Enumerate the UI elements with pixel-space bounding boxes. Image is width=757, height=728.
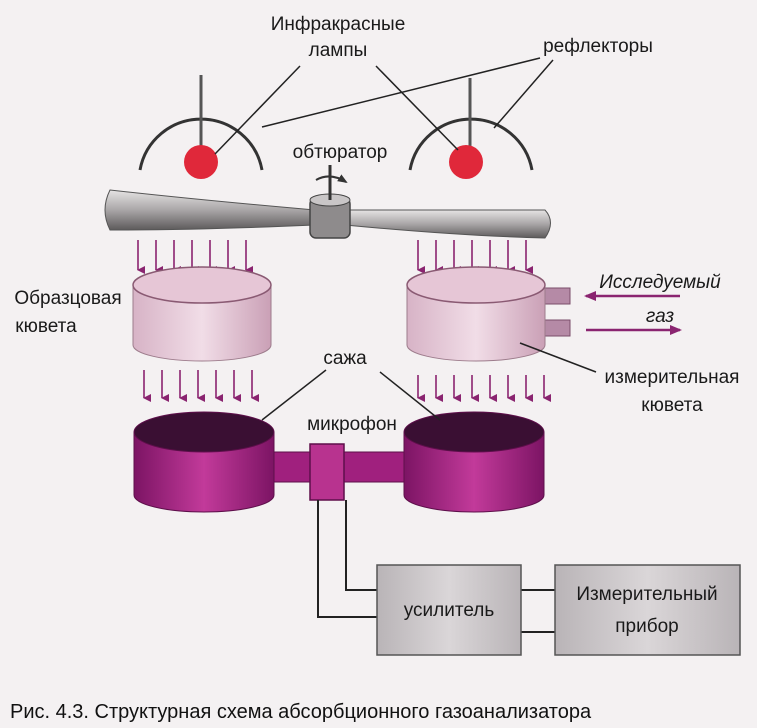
- leader-reflectors-1: [261, 57, 541, 128]
- left-chamber-body: [133, 431, 275, 513]
- leader-soot-left: [261, 369, 327, 421]
- label-obturator: обтюратор: [293, 142, 388, 163]
- leader-reflectors-2: [493, 59, 554, 129]
- label-measuring-cell-2: кювета: [641, 395, 703, 416]
- label-test-gas-1: Исследуемый: [599, 272, 721, 293]
- ir-arrows-left-bottom: [143, 370, 259, 402]
- ir-arrows-right-bottom: [417, 375, 551, 402]
- right-chamber-body: [403, 431, 545, 513]
- microphone-chambers: [133, 411, 545, 513]
- leader-lines: [214, 57, 597, 421]
- right-lamp-bulb: [449, 145, 483, 179]
- meter-box: [554, 564, 741, 656]
- right-lamp-assembly: [408, 78, 534, 179]
- label-infrared-lamps-2: лампы: [309, 40, 368, 61]
- measuring-cell: [406, 266, 571, 362]
- leader-lamps-right: [375, 65, 459, 151]
- left-lamp-assembly: [138, 75, 264, 179]
- label-soot: сажа: [323, 348, 367, 369]
- label-reference-cell-2: кювета: [15, 316, 77, 337]
- leader-measuring-cell: [519, 342, 597, 373]
- right-chamber-top: [403, 411, 545, 453]
- obturator-blade-left: [104, 189, 316, 231]
- ir-arrows-right-top: [417, 240, 533, 274]
- label-amplifier: усилитель: [404, 600, 495, 621]
- figure-caption: Рис. 4.3. Структурная схема абсорбционно…: [10, 701, 592, 723]
- measuring-cell-body: [406, 284, 546, 362]
- label-meter-2: прибор: [615, 616, 679, 637]
- leader-soot-right: [379, 371, 441, 421]
- label-reflectors: рефлекторы: [543, 36, 653, 57]
- reference-cell: [132, 266, 272, 362]
- rotation-arrow-icon: [315, 174, 348, 184]
- obturator-blade-right: [344, 209, 551, 239]
- gas-flow-arrows: [584, 291, 682, 335]
- left-lamp-bulb: [184, 145, 218, 179]
- signal-wires: [317, 500, 555, 633]
- left-chamber-top: [133, 411, 275, 453]
- microphone-block: [309, 443, 345, 501]
- label-measuring-cell-1: измерительная: [605, 367, 740, 388]
- label-microphone: микрофон: [307, 414, 397, 435]
- amplifier-box: [376, 564, 522, 656]
- wire-mic-amp-1: [317, 500, 378, 618]
- reference-cell-top: [132, 266, 272, 304]
- label-infrared-lamps-1: Инфракрасные: [271, 14, 406, 35]
- label-meter-1: Измерительный: [576, 584, 717, 605]
- obturator: [104, 165, 551, 239]
- measuring-cell-top: [406, 266, 546, 304]
- leader-lamps-left: [214, 65, 301, 155]
- label-reference-cell-1: Образцовая: [14, 288, 121, 309]
- ir-arrows-left-top: [137, 240, 253, 274]
- label-test-gas-2: газ: [646, 306, 674, 327]
- reference-cell-body: [132, 284, 272, 362]
- wire-mic-amp-2: [345, 500, 378, 591]
